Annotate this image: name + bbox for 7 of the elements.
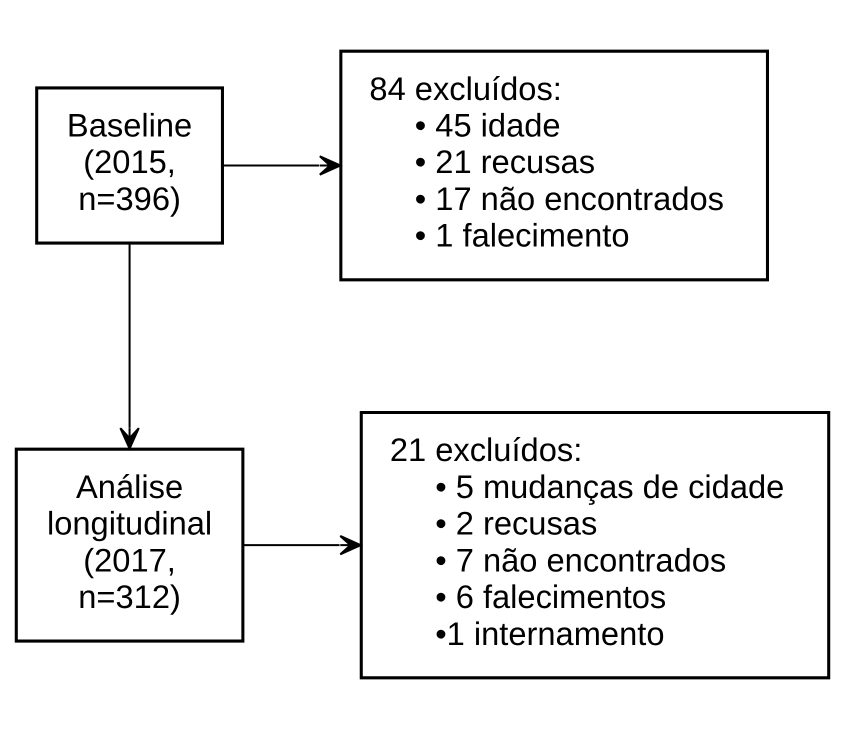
- node-box: 84 excluídos: • 45 idade • 21 recusas • 17 não encontrados • 1 falecimento: [339, 50, 769, 282]
- node-box: 21 excluídos: • 5 mudanças de cidade • 2 recusas • 7 não encontrados • 6 falecimentos •1 internamento: [360, 410, 830, 680]
- arrow: [119, 244, 140, 450]
- node-box: Análise longitudinal (2017, n=312): [14, 448, 244, 643]
- arrow: [223, 155, 342, 176]
- arrow: [243, 534, 362, 556]
- node-box: Baseline (2015, n=396): [35, 86, 224, 245]
